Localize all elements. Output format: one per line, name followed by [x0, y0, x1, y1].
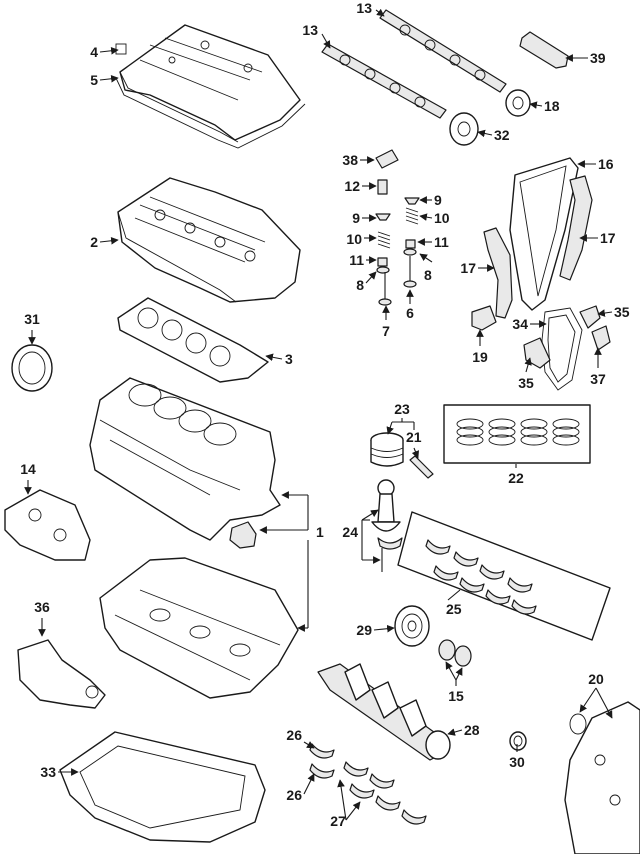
piston-ring-set	[443, 404, 591, 464]
callout-13a: 13	[302, 22, 318, 38]
balance-chain	[541, 307, 583, 391]
chain-tensioner-arm	[483, 227, 513, 319]
callout-labels: 1 2 3 4 5 6 7 8 8 9 9 10 10 11 11 12 13 …	[20, 0, 630, 829]
callout-28: 28	[464, 722, 480, 738]
chain-tensioner	[471, 305, 497, 331]
callout-9b: 9	[434, 192, 442, 208]
callout-3: 3	[285, 351, 293, 367]
front-crank-seal	[509, 731, 527, 751]
callout-5: 5	[90, 72, 98, 88]
balance-chain-tensioner	[591, 325, 611, 351]
callout-26b: 26	[286, 787, 302, 803]
oil-control-valve	[519, 31, 569, 69]
callout-18: 18	[544, 98, 560, 114]
callout-25: 25	[446, 601, 462, 617]
callout-31: 31	[24, 311, 40, 327]
callout-34: 34	[512, 316, 528, 332]
callout-11b: 11	[434, 234, 449, 250]
valve-spring-right	[405, 207, 419, 225]
callout-38: 38	[342, 152, 358, 168]
rod-bearing-set	[397, 511, 611, 641]
callout-1: 1	[316, 524, 324, 540]
leader-lines	[24, 8, 613, 821]
callout-37: 37	[590, 371, 606, 387]
chain-guide-right	[559, 175, 593, 281]
lower-crankcase	[99, 557, 299, 699]
bearing-cap	[229, 521, 257, 549]
crankshaft	[317, 663, 451, 761]
valve-cover-gasket	[115, 77, 306, 149]
lash-adjuster	[377, 179, 388, 195]
callout-10b: 10	[434, 210, 450, 226]
callout-2: 2	[90, 234, 98, 250]
intake-valve	[378, 272, 392, 306]
callout-4: 4	[90, 44, 98, 60]
rear-main-seal	[11, 344, 53, 392]
crankshaft-sprocket-rear	[454, 645, 472, 667]
callout-8b: 8	[424, 267, 432, 283]
callout-14: 14	[20, 461, 36, 477]
rocker-follower	[375, 149, 399, 169]
main-bearing-set	[343, 761, 427, 825]
callout-19: 19	[472, 349, 488, 365]
callout-36: 36	[34, 599, 50, 615]
callout-11a: 11	[349, 252, 364, 268]
callout-24: 24	[342, 524, 358, 540]
callout-10a: 10	[346, 231, 362, 247]
callout-7: 7	[382, 323, 390, 339]
callout-17a: 17	[600, 230, 616, 246]
balance-chain-guide-upper	[579, 305, 601, 329]
callout-13b: 13	[356, 0, 372, 16]
head-gasket	[117, 297, 269, 383]
callout-22: 22	[508, 470, 524, 486]
valve-spring-left	[377, 231, 391, 249]
crankshaft-pulley	[394, 605, 430, 647]
connecting-rod	[371, 479, 403, 572]
callout-17b: 17	[460, 260, 476, 276]
callout-29: 29	[356, 622, 372, 638]
timing-cover	[564, 701, 640, 854]
main-bearing-upper	[309, 743, 335, 759]
callout-20: 20	[588, 671, 604, 687]
callout-9a: 9	[352, 210, 360, 226]
valve-retainer	[375, 197, 420, 221]
callout-35b: 35	[518, 375, 534, 391]
cam-phaser	[505, 89, 531, 117]
valve-cover	[115, 24, 301, 143]
exhaust-valve	[403, 256, 417, 288]
callout-21: 21	[406, 429, 422, 445]
timing-chain	[509, 157, 579, 311]
piston	[370, 432, 404, 467]
callout-32: 32	[494, 127, 510, 143]
callout-33: 33	[40, 764, 56, 780]
oil-pan	[59, 731, 266, 843]
callout-39: 39	[590, 50, 606, 66]
cylinder-head	[117, 177, 301, 303]
callout-12: 12	[344, 178, 360, 194]
callout-15: 15	[448, 688, 464, 704]
exhaust-camshaft	[379, 9, 507, 93]
piston-pin	[409, 455, 434, 479]
engine-mount-bracket	[17, 639, 106, 709]
intake-camshaft	[321, 43, 447, 119]
callout-27: 27	[330, 813, 346, 829]
callout-30: 30	[509, 754, 525, 770]
callout-35a: 35	[614, 304, 630, 320]
callout-23: 23	[394, 401, 410, 417]
callout-16: 16	[598, 156, 614, 172]
crankshaft-sprocket-front	[438, 639, 456, 661]
camshaft-sprocket	[449, 112, 479, 146]
balance-shaft-module	[4, 489, 91, 561]
callout-26a: 26	[286, 727, 302, 743]
callout-8a: 8	[356, 277, 364, 293]
callout-6: 6	[406, 305, 414, 321]
valve-seal	[376, 239, 417, 274]
engine-block	[89, 377, 281, 541]
